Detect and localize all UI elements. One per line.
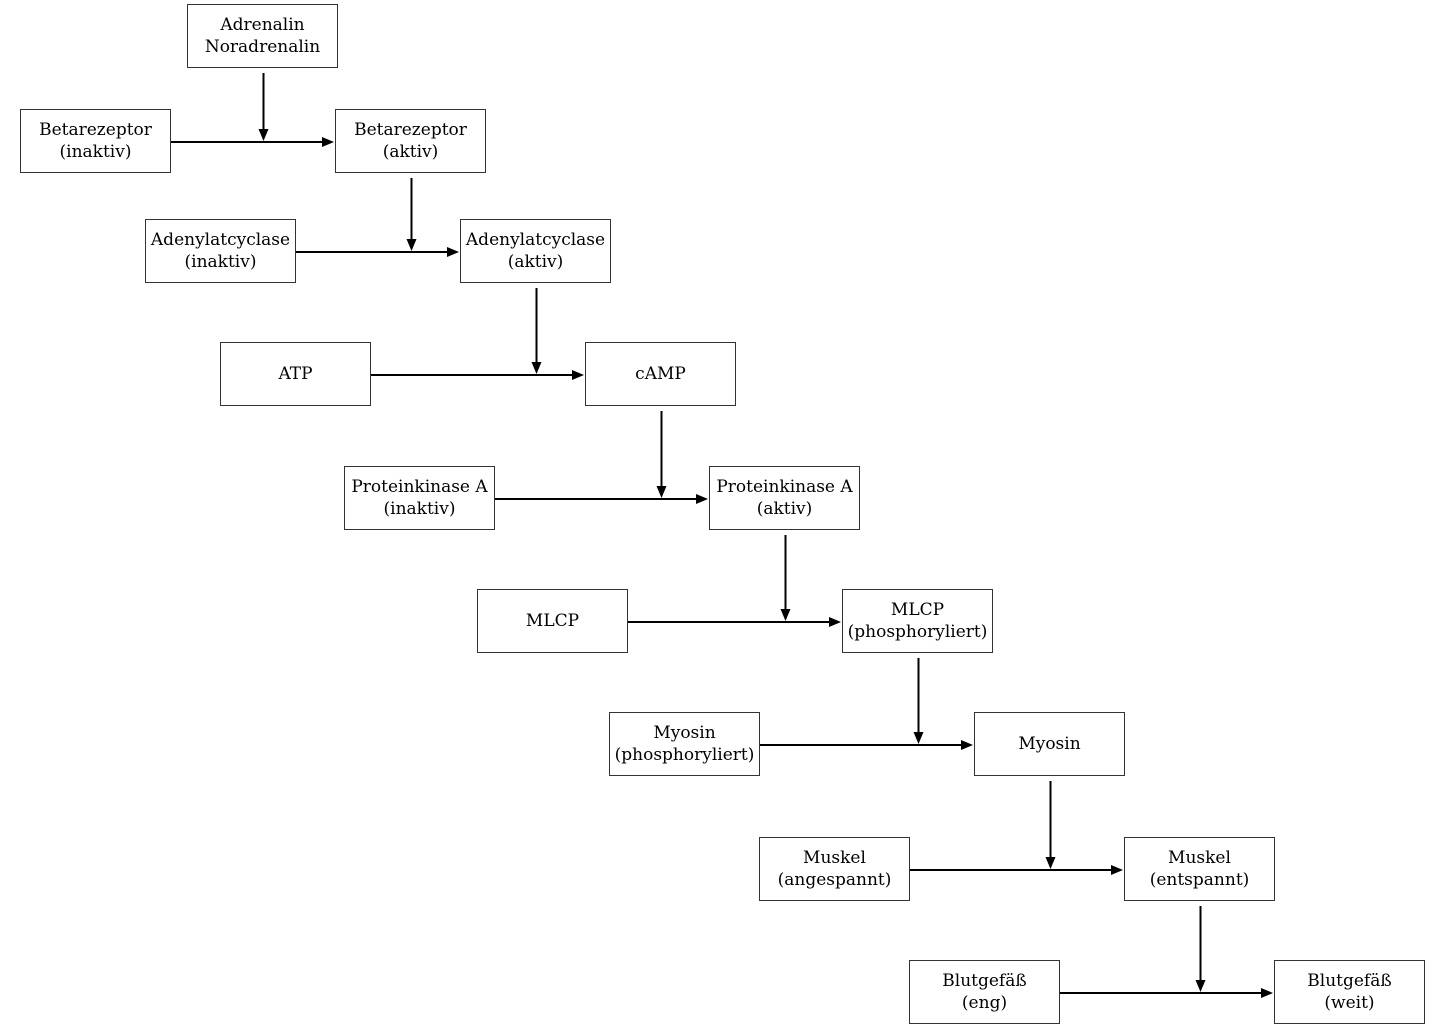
node-mlcp-phosphoryliert: MLCP (phosphoryliert) bbox=[842, 589, 993, 653]
arrowhead bbox=[829, 617, 841, 627]
node-blutgefaess-eng: Blutgefäß (eng) bbox=[909, 960, 1060, 1024]
node-camp: cAMP bbox=[585, 342, 736, 406]
node-sublabel: (phosphoryliert) bbox=[614, 745, 755, 765]
arrowhead bbox=[258, 129, 269, 141]
node-mlcp: MLCP bbox=[477, 589, 628, 653]
node-label: Betarezeptor bbox=[39, 120, 152, 140]
node-label: MLCP bbox=[890, 600, 945, 620]
node-sublabel: (phosphoryliert) bbox=[847, 622, 988, 642]
node-sublabel: (aktiv) bbox=[382, 142, 439, 162]
node-label: Blutgefäß bbox=[1307, 971, 1392, 991]
node-label: Adenylatcyclase bbox=[465, 230, 606, 250]
node-muskel-entspannt: Muskel (entspannt) bbox=[1124, 837, 1275, 901]
arrowhead bbox=[961, 740, 973, 750]
arrowhead bbox=[1111, 865, 1123, 875]
node-myosin: Myosin bbox=[974, 712, 1125, 776]
node-sublabel: (entspannt) bbox=[1149, 870, 1250, 890]
node-sublabel: (inaktiv) bbox=[59, 142, 132, 162]
node-label: Myosin bbox=[653, 723, 716, 743]
node-label: Betarezeptor bbox=[354, 120, 467, 140]
node-label: Adrenalin bbox=[220, 15, 305, 35]
node-sublabel: (aktiv) bbox=[507, 252, 564, 272]
node-sublabel: (inaktiv) bbox=[184, 252, 257, 272]
node-sublabel: (eng) bbox=[961, 993, 1008, 1013]
node-adenylatcyclase-inaktiv: Adenylatcyclase (inaktiv) bbox=[145, 219, 296, 283]
arrowhead bbox=[1045, 857, 1056, 869]
arrowhead bbox=[531, 362, 542, 374]
node-label: Muskel bbox=[803, 848, 866, 868]
node-label: ATP bbox=[278, 364, 313, 384]
arrowhead bbox=[447, 247, 459, 257]
node-adenylatcyclase-aktiv: Adenylatcyclase (aktiv) bbox=[460, 219, 611, 283]
node-atp: ATP bbox=[220, 342, 371, 406]
node-label: cAMP bbox=[635, 364, 686, 384]
node-myosin-phosphoryliert: Myosin (phosphoryliert) bbox=[609, 712, 760, 776]
arrowhead bbox=[322, 137, 334, 147]
node-betarezeptor-inaktiv: Betarezeptor (inaktiv) bbox=[20, 109, 171, 173]
node-label: Muskel bbox=[1168, 848, 1231, 868]
node-proteinkinase-a-aktiv: Proteinkinase A (aktiv) bbox=[709, 466, 860, 530]
node-label: Proteinkinase A bbox=[351, 477, 488, 497]
node-sublabel: (aktiv) bbox=[756, 499, 813, 519]
node-sublabel: (weit) bbox=[1324, 993, 1375, 1013]
arrowhead bbox=[572, 370, 584, 380]
node-label: Adenylatcyclase bbox=[150, 230, 291, 250]
node-sublabel: (inaktiv) bbox=[383, 499, 456, 519]
node-label: Proteinkinase A bbox=[716, 477, 853, 497]
arrowhead bbox=[913, 732, 924, 744]
node-sublabel: Noradrenalin bbox=[204, 37, 321, 57]
arrowhead bbox=[1261, 988, 1273, 998]
arrowhead bbox=[1195, 980, 1206, 992]
node-blutgefaess-weit: Blutgefäß (weit) bbox=[1274, 960, 1425, 1024]
node-sublabel: (angespannt) bbox=[777, 870, 892, 890]
arrowhead bbox=[656, 486, 667, 498]
arrowhead bbox=[406, 239, 417, 251]
node-proteinkinase-a-inaktiv: Proteinkinase A (inaktiv) bbox=[344, 466, 495, 530]
node-adrenalin: Adrenalin Noradrenalin bbox=[187, 4, 338, 68]
node-label: MLCP bbox=[525, 611, 580, 631]
node-label: Myosin bbox=[1018, 734, 1081, 754]
node-betarezeptor-aktiv: Betarezeptor (aktiv) bbox=[335, 109, 486, 173]
arrowhead bbox=[696, 494, 708, 504]
node-muskel-angespannt: Muskel (angespannt) bbox=[759, 837, 910, 901]
node-label: Blutgefäß bbox=[942, 971, 1027, 991]
arrowhead bbox=[780, 609, 791, 621]
